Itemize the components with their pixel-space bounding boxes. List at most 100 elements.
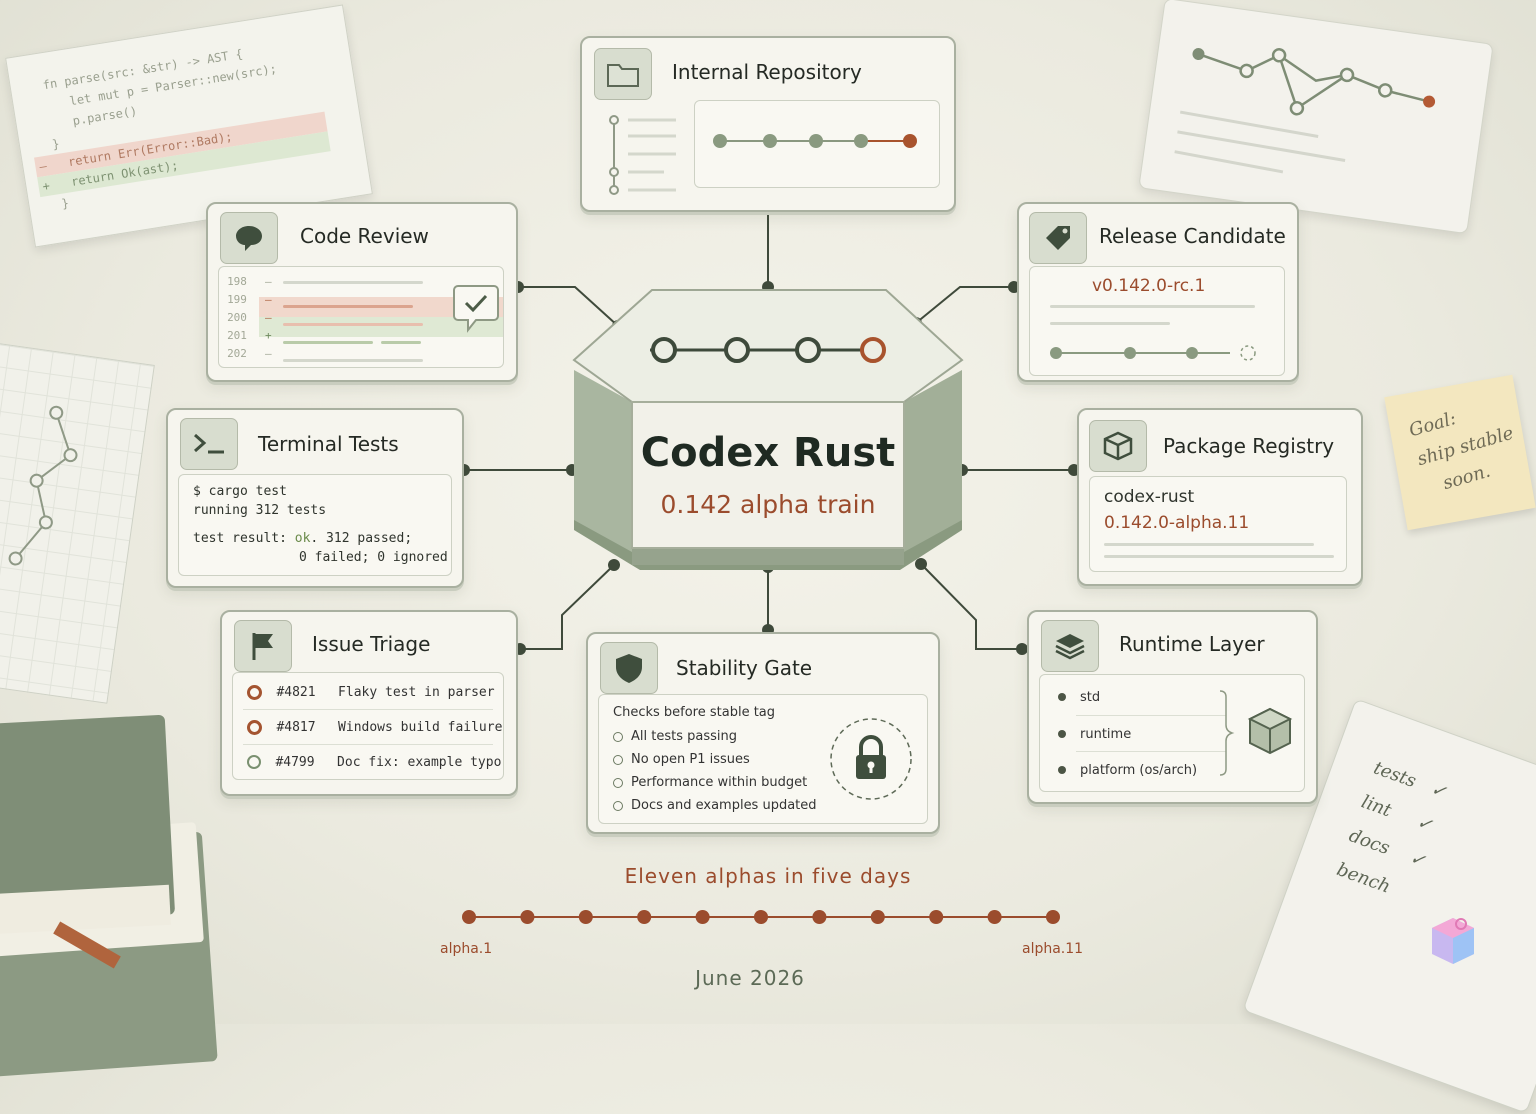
diff-marker: –: [265, 347, 272, 360]
stability-card[interactable]: Stability Gate Checks before stable tag …: [586, 632, 940, 834]
speech-bubble-icon: [236, 226, 262, 251]
alpha-release-dot: [987, 910, 1002, 924]
bullet-icon: [1058, 693, 1066, 701]
alpha-release-dot: [520, 910, 535, 924]
repository-title: Internal Repository: [672, 60, 862, 84]
alpha-release-dot: [812, 910, 827, 924]
logo-cube-icon: [1432, 918, 1474, 964]
release-panel: v0.142.0-rc.1: [1029, 266, 1285, 376]
stability-heading: Checks before stable tag: [613, 705, 776, 720]
alpha-release-dot: [637, 910, 652, 924]
terminal-prompt-icon: [194, 433, 224, 454]
issue-id: #4799: [275, 755, 315, 770]
diff-marker: +: [265, 329, 272, 342]
lock-icon: [830, 718, 912, 800]
triage-card[interactable]: Issue Triage #4821 Flaky test in parser …: [220, 610, 518, 796]
check-circle-icon: [613, 800, 623, 811]
line-number: 202: [227, 347, 247, 360]
alpha-timeline: [462, 910, 1060, 924]
terminal-result-line2: 0 failed; 0 ignored: [299, 550, 448, 565]
issue-status-icon: [247, 755, 261, 769]
hub-subtitle: 0.142 alpha train: [660, 490, 876, 519]
line-number: 199: [227, 293, 247, 306]
triage-icon-box: [234, 620, 292, 672]
release-progress-icon: [1050, 345, 1256, 361]
bullet-icon: [1058, 766, 1066, 774]
terminal-output: $ cargo test running 312 tests test resu…: [178, 474, 452, 576]
shield-icon: [616, 654, 642, 683]
release-card[interactable]: Release Candidate v0.142.0-rc.1: [1017, 202, 1299, 382]
runtime-title: Runtime Layer: [1119, 632, 1265, 656]
bullet-icon: [1058, 730, 1066, 738]
terminal-card[interactable]: Terminal Tests $ cargo test running 312 …: [166, 408, 464, 588]
timeline-end-label: alpha.11: [1022, 941, 1084, 957]
check-item[interactable]: All tests passing: [613, 729, 737, 744]
terminal-result: test result: ok. 312 passed;: [193, 531, 413, 546]
check-item[interactable]: No open P1 issues: [613, 752, 750, 767]
line-number: 200: [227, 311, 247, 324]
alpha-release-dot: [462, 910, 476, 924]
package-box-icon: [1103, 431, 1133, 461]
repository-icon-box: [594, 48, 652, 100]
alpha-release-dot: [695, 910, 710, 924]
release-version: v0.142.0-rc.1: [1092, 276, 1206, 296]
code-review-card[interactable]: Code Review 198 199 200 201 202 – – – + …: [206, 202, 518, 382]
code-review-icon-box: [220, 212, 278, 264]
issue-text: Windows build failure: [338, 720, 503, 735]
issue-row[interactable]: #4821 Flaky test in parser: [247, 684, 495, 700]
alpha-release-dot: [578, 910, 593, 924]
stability-icon-box: [600, 642, 658, 694]
approve-check-icon: [453, 285, 499, 333]
registry-card[interactable]: Package Registry codex-rust 0.142.0-alph…: [1077, 408, 1363, 586]
stability-panel: Checks before stable tag All tests passi…: [598, 694, 928, 824]
branch-tree-icon: [609, 115, 676, 195]
line-number: 198: [227, 275, 247, 288]
alpha-release-dot: [754, 910, 768, 924]
check-circle-icon: [613, 754, 623, 765]
commit-graph-paper: [1138, 0, 1494, 235]
diff-marker: –: [265, 311, 272, 324]
timeline-start-label: alpha.1: [440, 941, 493, 957]
tag-icon: [1046, 226, 1070, 250]
issue-status-icon: [247, 684, 262, 700]
issue-row[interactable]: #4817 Windows build failure: [247, 719, 502, 735]
diff-marker: –: [265, 275, 272, 288]
diff-marker: –: [265, 293, 272, 306]
runtime-cube-icon: [1219, 690, 1293, 776]
layers-icon: [1055, 634, 1085, 660]
runtime-panel: std runtime platform (os/arch): [1039, 674, 1305, 792]
layer-item: platform (os/arch): [1058, 762, 1197, 778]
issue-row[interactable]: #4799 Doc fix: example typo: [247, 754, 501, 770]
timeline-caption: Eleven alphas in five days: [624, 864, 912, 888]
issue-id: #4821: [276, 685, 316, 700]
layer-item: runtime: [1058, 726, 1131, 742]
flag-icon: [252, 633, 273, 660]
graph-notebook: [0, 338, 155, 704]
stability-title: Stability Gate: [676, 656, 813, 680]
line-number: 201: [227, 329, 247, 342]
issue-text: Doc fix: example typo: [337, 755, 502, 770]
hub-title: Codex Rust: [640, 430, 896, 476]
terminal-icon-box: [180, 418, 238, 470]
runtime-card[interactable]: Runtime Layer std runtime platform (os/a…: [1027, 610, 1318, 804]
issue-list: #4821 Flaky test in parser #4817 Windows…: [232, 672, 504, 780]
layer-item: std: [1058, 689, 1100, 705]
repository-card[interactable]: Internal Repository: [580, 36, 956, 212]
release-title: Release Candidate: [1099, 224, 1286, 248]
timeline-date: June 2026: [695, 966, 805, 990]
terminal-title: Terminal Tests: [258, 432, 399, 456]
folder-icon: [607, 64, 639, 87]
issue-status-icon: [247, 719, 262, 735]
code-review-title: Code Review: [300, 224, 429, 248]
check-item[interactable]: Performance within budget: [613, 775, 807, 790]
runtime-icon-box: [1041, 620, 1099, 672]
package-version: 0.142.0-alpha.11: [1104, 513, 1250, 533]
registry-title: Package Registry: [1163, 434, 1335, 458]
release-icon-box: [1029, 212, 1087, 264]
alpha-release-dot: [929, 910, 944, 924]
check-item[interactable]: Docs and examples updated: [613, 798, 817, 813]
triage-title: Issue Triage: [312, 632, 431, 656]
result-ok: ok: [294, 531, 311, 546]
package-name: codex-rust: [1104, 487, 1195, 507]
check-circle-icon: [613, 777, 623, 788]
